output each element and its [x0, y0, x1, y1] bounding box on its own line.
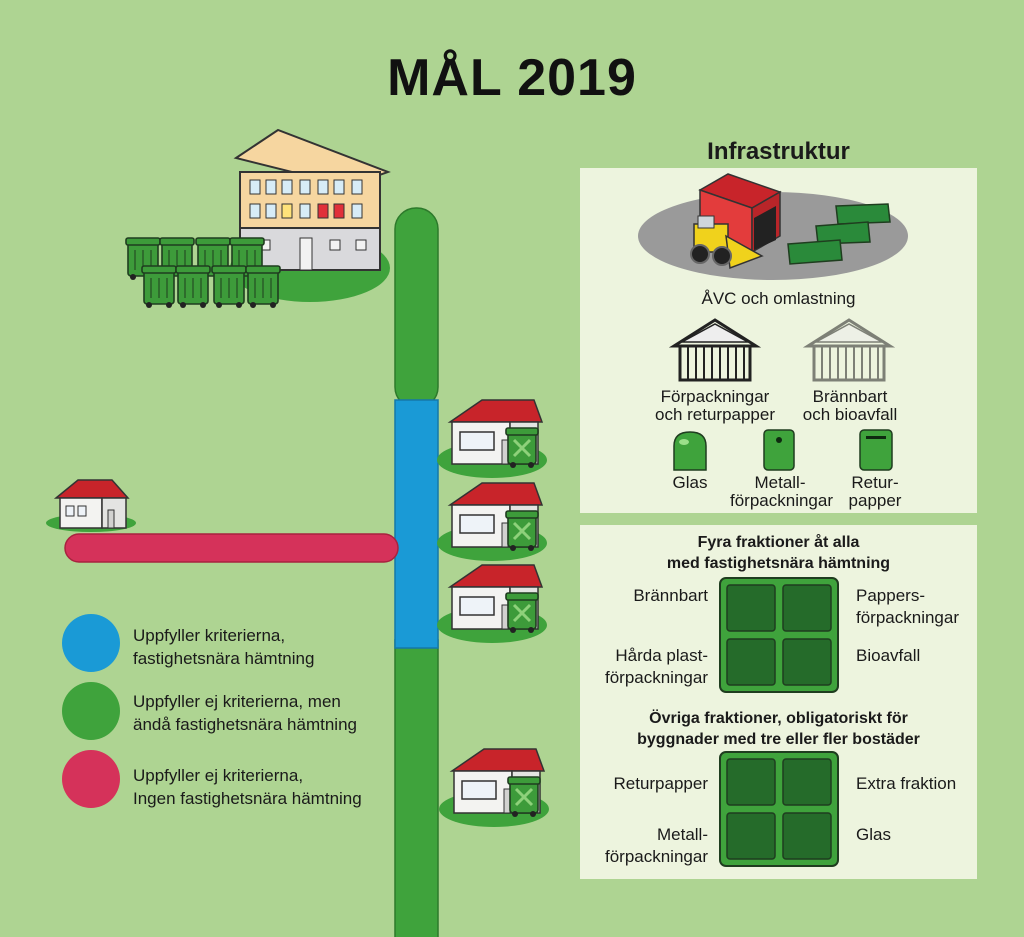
- apartment-building-icon: [125, 128, 391, 309]
- house-with-bin-icon: [435, 398, 549, 480]
- container-label-metal: Metall- förpackningar: [730, 473, 834, 510]
- label-brannbart: Brännbart: [633, 586, 708, 605]
- label-harda-plastforpackningar: Hårda plast- förpackningar: [604, 646, 708, 687]
- four-compartment-bin-icon: [719, 577, 839, 693]
- infrastructure-heading: Infrastruktur: [707, 138, 850, 165]
- legend-text-red: Uppfyller ej kriterierna, Ingen fastighe…: [133, 766, 362, 808]
- legend-text-blue: Uppfyller kriterierna, fastighetsnära hä…: [133, 626, 315, 668]
- glass-container-icon: [673, 431, 707, 471]
- container-label-glass: Glas: [672, 473, 708, 492]
- avc-label: ÅVC och omlastning: [701, 289, 856, 308]
- recycling-center-icon: [638, 173, 908, 280]
- other-fractions-heading: Övriga fraktioner, obligatoriskt för byg…: [637, 710, 920, 748]
- burnable-shed-icon: [806, 318, 892, 382]
- label-extra-fraktion: Extra fraktion: [856, 774, 957, 793]
- page-title: MÅL 2019: [387, 49, 637, 107]
- packaging-shed-icon: [672, 318, 758, 382]
- label-pappersforpackningar: Pappers- förpackningar: [856, 586, 960, 627]
- container-label-paper: Retur- papper: [848, 473, 902, 510]
- house-no-collection-icon: [46, 479, 136, 532]
- label-bioavfall: Bioavfall: [856, 646, 921, 665]
- street-green-top: [394, 207, 439, 409]
- label-returpapper: Returpapper: [613, 774, 708, 793]
- street-blue-segment: [394, 399, 439, 649]
- street-green-bottom: [394, 639, 439, 937]
- street-red-branch: [64, 533, 399, 563]
- legend-blue-dot: [62, 614, 120, 672]
- label-metallforpackningar: Metall- förpackningar: [604, 825, 708, 866]
- shed-label-burnable: Brännbart och bioavfall: [802, 387, 898, 424]
- paper-container-icon: [859, 429, 893, 471]
- four-compartment-bin-icon: [719, 751, 839, 867]
- label-glas: Glas: [856, 825, 891, 844]
- house-with-bin-icon: [437, 747, 551, 829]
- house-with-bin-icon: [435, 481, 549, 563]
- legend-green-dot: [62, 682, 120, 740]
- shed-label-packaging: Förpackningar och returpapper: [654, 387, 776, 424]
- legend-red-dot: [62, 750, 120, 808]
- metal-container-icon: [763, 429, 795, 471]
- house-with-bin-icon: [435, 563, 549, 645]
- four-fractions-heading: Fyra fraktioner åt alla med fastighetsnä…: [666, 534, 891, 572]
- legend-text-green: Uppfyller ej kriterierna, men ändå fasti…: [133, 692, 357, 734]
